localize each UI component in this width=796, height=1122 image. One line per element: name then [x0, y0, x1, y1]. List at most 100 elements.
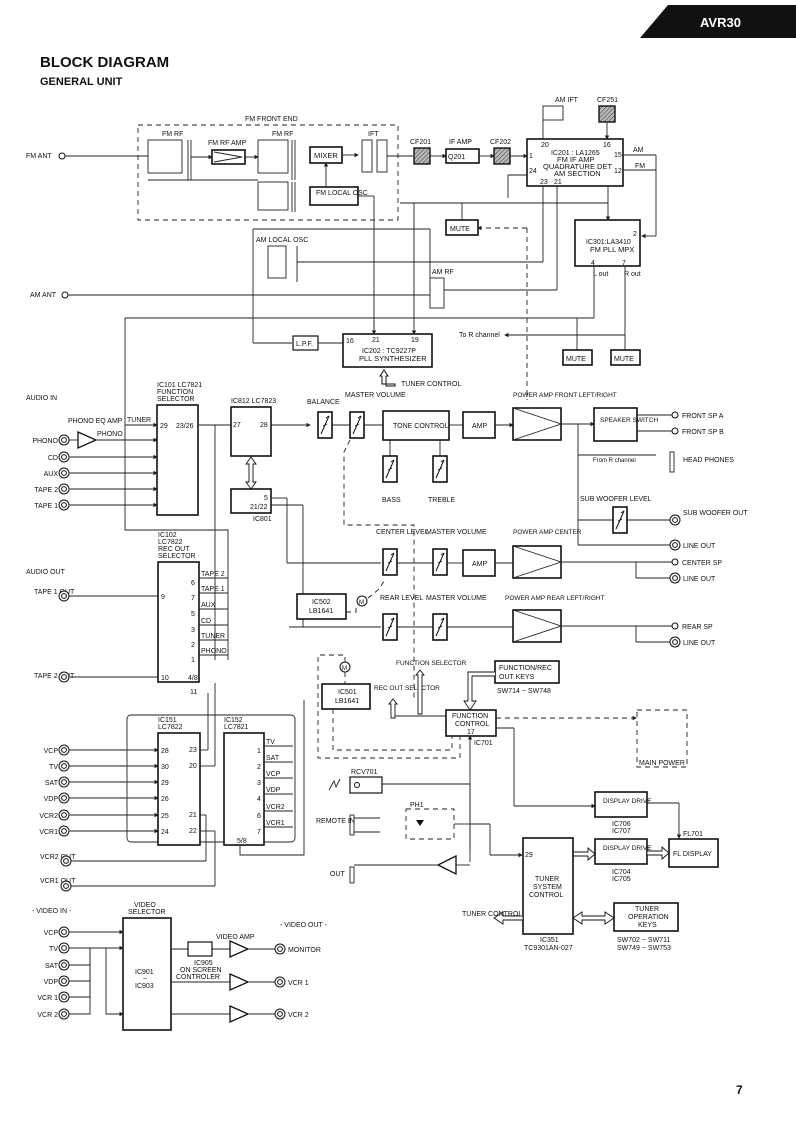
- cf251-label: CF251: [597, 97, 618, 104]
- rear-level-control[interactable]: [382, 613, 398, 641]
- fm-output-label: FM: [635, 163, 645, 170]
- tone-control-box: [382, 410, 450, 441]
- ic101-func-2: SELECTOR: [157, 396, 195, 403]
- ic905-func-1: ON SCREEN: [180, 967, 222, 974]
- video-output-row: MONITOR: [229, 939, 321, 959]
- rcv701-label: RCV701: [351, 769, 378, 776]
- power-amp-rear-label: POWER AMP REAR LEFT/RIGHT: [505, 595, 605, 602]
- ic201-func-2: QUADRATURE DET: [543, 162, 612, 171]
- sub-woofer-level-label: SUB WOOFER LEVEL: [580, 496, 652, 503]
- mpx-l-out: L out: [593, 271, 608, 278]
- video-switch-input-jack: [58, 776, 70, 788]
- function-selector-arrow: [415, 669, 425, 715]
- ic152-part: LC7821: [224, 724, 249, 731]
- motor-icon-rear: [356, 595, 368, 607]
- video-switch-input-label: VCR2: [39, 813, 58, 820]
- video-input-jack: [58, 975, 70, 987]
- video-input-label: VDP: [44, 979, 59, 986]
- center-amp-box: [462, 549, 496, 577]
- if-amp-label: IF AMP: [449, 139, 472, 146]
- ic151-label: IC151: [158, 717, 177, 724]
- ic152-source-label: SAT: [266, 755, 280, 762]
- video-input-jack: [58, 959, 70, 971]
- mute-top-label: MUTE: [450, 226, 470, 233]
- ic801-pin2122: 21/22: [250, 504, 268, 511]
- ic151-pin20: 20: [189, 763, 197, 770]
- audio-out-label: AUDIO OUT: [26, 569, 66, 576]
- pll-tuner-control-label: TUNER CONTROL: [401, 381, 461, 388]
- master-volume-front[interactable]: [349, 411, 365, 439]
- ic151-pin: 26: [161, 796, 169, 803]
- ic102-pin: 5: [191, 611, 195, 618]
- cf201-filter: [413, 147, 431, 165]
- ic102-pin: 2: [191, 642, 195, 649]
- ic812-label: IC812 LC7823: [231, 398, 276, 405]
- bass-control[interactable]: [382, 455, 398, 483]
- ic812-box: [230, 406, 272, 457]
- balance-control[interactable]: [317, 411, 333, 439]
- sub-woofer-level-control[interactable]: [612, 506, 628, 534]
- ic152-box: [223, 732, 265, 846]
- ic151-pin22: 22: [189, 828, 197, 835]
- video-switch-input-jack: [58, 760, 70, 772]
- audio-in-label: AUDIO IN: [26, 395, 57, 402]
- video-input-jack: [58, 926, 70, 938]
- sub-woofer-out-label: SUB WOOFER OUT: [683, 510, 748, 517]
- audio-input-jack: [58, 483, 70, 495]
- fm-rf-1-label: FM RF: [162, 131, 183, 138]
- video-switch-input-jack: [58, 809, 70, 821]
- ic201-box: [526, 138, 624, 187]
- ic102-part: LC7822: [158, 539, 183, 546]
- rec-out-source-label: TAPE 2: [201, 571, 225, 578]
- tape1-out-label: TAPE 1 OUT: [34, 589, 75, 596]
- ir-signal-icon: [328, 778, 341, 791]
- power-amp-rear-box: [512, 609, 562, 643]
- mpx-pin4: 4: [591, 260, 595, 267]
- ic706-label: IC706: [612, 821, 631, 828]
- display-drive-2-box: [594, 838, 648, 865]
- am-output-label: AM: [633, 147, 644, 154]
- ic101-part: IC101 LC7821: [157, 382, 202, 389]
- tok-label-3: KEYS: [638, 922, 657, 929]
- function-control-pin: 17: [467, 729, 475, 736]
- video-switch-input-jack: [58, 792, 70, 804]
- ic201-pin24: 24: [529, 168, 537, 175]
- rear-sp-label: REAR SP: [682, 624, 713, 631]
- power-amp-front-label: POWER AMP FRONT LEFT/RIGHT: [513, 392, 617, 399]
- center-level-control[interactable]: [382, 548, 398, 576]
- ic152-source-label: VCR2: [266, 804, 285, 811]
- audio-input-jack: [58, 499, 70, 511]
- function-rec-keys-2: OUT KEYS: [499, 674, 535, 681]
- ic502-box: [296, 593, 347, 620]
- ic202-pll-box: [342, 333, 433, 368]
- audio-input-jack: [58, 434, 70, 446]
- ic301-mpx-box: [574, 219, 641, 267]
- balance-label: BALANCE: [307, 399, 340, 406]
- fm-rf-2-label: FM RF: [272, 131, 293, 138]
- tuner-line-label: TUNER: [127, 417, 151, 424]
- phono-line-label: PHONO: [97, 431, 123, 438]
- video-switch-input-label: VDP: [44, 796, 59, 803]
- master-volume-rear[interactable]: [432, 613, 448, 641]
- ic502-part: LB1641: [309, 608, 333, 615]
- video-output-label: MONITOR: [288, 947, 321, 954]
- treble-control[interactable]: [432, 455, 448, 483]
- ic201-pin20: 20: [541, 142, 549, 149]
- ic151-pin23: 23: [189, 747, 197, 754]
- front-sp-a-label: FRONT SP A: [682, 413, 724, 420]
- ph1-box: [405, 808, 455, 840]
- video-selector-box: [122, 917, 172, 1031]
- ic201-pin21: 21: [554, 179, 562, 186]
- q201-label: Q201: [448, 154, 465, 161]
- ic905-label: IC905: [194, 960, 213, 967]
- master-volume-center[interactable]: [432, 548, 448, 576]
- tape1-out-jack: [58, 590, 70, 602]
- page-title: BLOCK DIAGRAM: [40, 54, 169, 71]
